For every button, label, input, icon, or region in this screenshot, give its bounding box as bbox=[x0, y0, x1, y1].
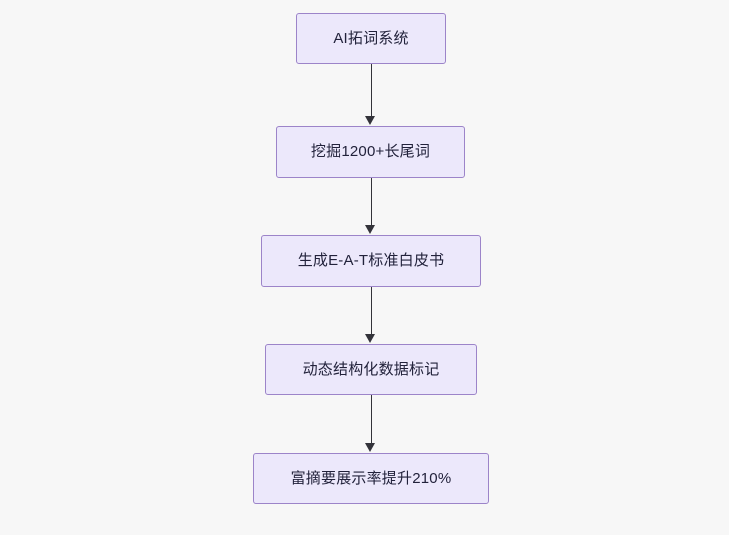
flow-node-generate-eat-whitepaper[interactable]: 生成E-A-T标准白皮书 bbox=[261, 235, 481, 287]
flow-node-ai-keyword-system[interactable]: AI拓词系统 bbox=[296, 13, 446, 64]
flow-arrowhead-4 bbox=[365, 443, 375, 452]
flow-node-label: 动态结构化数据标记 bbox=[302, 360, 440, 378]
flow-node-dynamic-structured-data[interactable]: 动态结构化数据标记 bbox=[265, 344, 477, 395]
flow-node-label: 挖掘1200+长尾词 bbox=[310, 143, 431, 160]
flow-edge-1 bbox=[371, 64, 372, 117]
flow-node-mine-longtail-keywords[interactable]: 挖掘1200+长尾词 bbox=[276, 126, 465, 178]
flow-node-label: 富摘要展示率提升210% bbox=[290, 469, 452, 487]
flow-node-label: AI拓词系统 bbox=[333, 29, 409, 47]
flow-edge-2 bbox=[371, 178, 372, 226]
flow-edge-3 bbox=[371, 287, 372, 335]
flow-arrowhead-1 bbox=[365, 116, 375, 125]
flow-arrowhead-3 bbox=[365, 334, 375, 343]
flow-node-label: 生成E-A-T标准白皮书 bbox=[297, 252, 445, 269]
flow-arrowhead-2 bbox=[365, 225, 375, 234]
flow-edge-4 bbox=[371, 395, 372, 444]
flow-node-rich-snippet-rate[interactable]: 富摘要展示率提升210% bbox=[253, 453, 489, 504]
